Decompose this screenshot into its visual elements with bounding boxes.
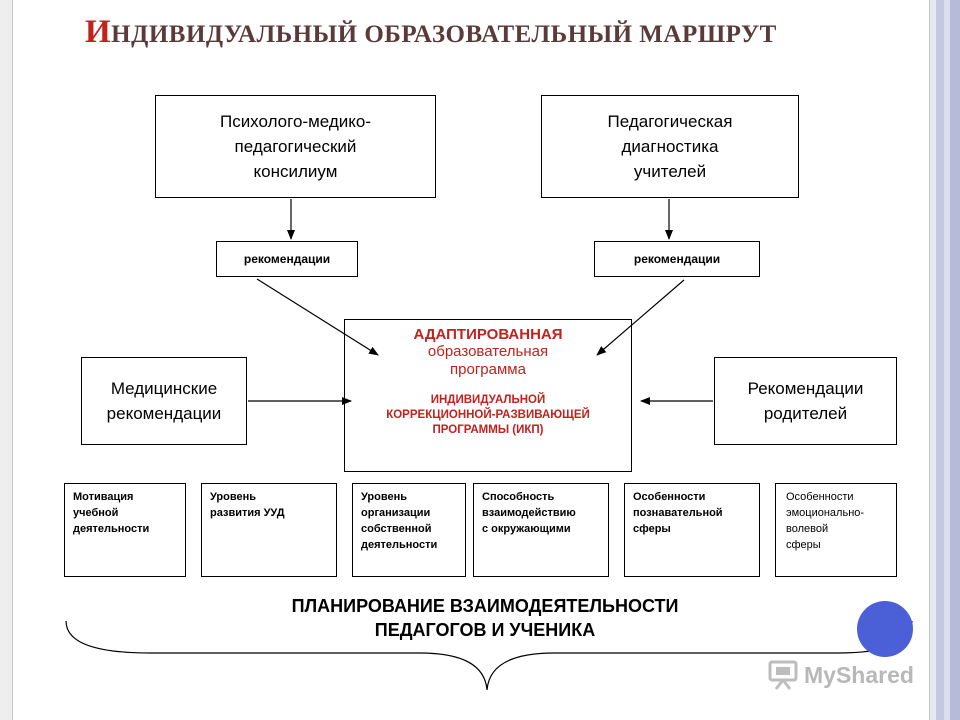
program-subtitle-2: программа [450,361,526,378]
program-note-3: ПРОГРАММЫ (ИКП) [432,424,544,436]
factor-interaction-line-1: Способность [482,491,555,503]
factor-uud-line-1: Уровень [210,491,257,503]
factor-cognitive: Особенности познавательной сферы [624,483,760,577]
planning-line-2: ПЕДАГОГОВ И УЧЕНИКА [374,620,596,640]
right-decoration [930,0,960,720]
planning-caption: ПЛАНИРОВАНИЕ ВЗАИМОДЕЯТЕЛЬНОСТИ ПЕДАГОГО… [180,594,790,642]
factor-motivation-line-1: Мотивация [73,491,134,503]
planning-line-1: ПЛАНИРОВАНИЕ ВЗАИМОДЕЯТЕЛЬНОСТИ [291,596,679,616]
factor-interaction: Способность взаимодействию с окружающими [473,483,609,577]
factor-organization-line-3: собственной [361,523,432,535]
diagnostics-line-2: диагностика [621,137,719,156]
title-first-letter: И [85,14,112,50]
factor-motivation-line-3: деятельности [73,523,150,535]
factor-organization-line-1: Уровень [361,491,408,503]
title-rest: НДИВИДУАЛЬНЫЙ ОБРАЗОВАТЕЛЬНЫЙ МАРШРУТ [111,21,777,48]
factor-uud: Уровень развития УУД [201,483,337,577]
parents-line-1: Рекомендации [747,379,864,398]
pmpk-line-1: Психолого-медико- [219,112,372,131]
diagnostics-box: Педагогическая диагностика учителей [541,95,799,198]
program-box: АДАПТИРОВАННАЯ образовательная программа… [344,319,632,472]
factor-organization: Уровень организации собственной деятельн… [352,483,466,577]
pmpk-line-2: педагогический [234,137,357,156]
recommendations-right-label: рекомендации [633,252,721,266]
program-note-1: ИНДИВИДУАЛЬНОЙ [430,394,546,406]
program-title: АДАПТИРОВАННАЯ [413,326,563,343]
myshared-logo: MyShared [768,658,914,692]
presentation-logo-icon [768,660,798,690]
factor-motivation-line-2: учебной [73,507,119,519]
factor-emotional-line-3: волевой [786,523,829,535]
left-edge [0,0,12,720]
pmpk-box: Психолого-медико- педагогический консили… [155,95,436,198]
parents-line-2: родителей [763,404,848,423]
factor-motivation: Мотивация учебной деятельности [64,483,186,577]
medical-line-1: Медицинские [110,379,218,398]
diagnostics-line-3: учителей [633,162,707,181]
parents-box: Рекомендации родителей [714,357,897,445]
program-subtitle-1: образовательная [427,343,549,360]
factor-interaction-line-2: взаимодействию [482,507,576,519]
logo-text: MyShared [804,661,914,688]
program-note-2: КОРРЕКЦИОННОЙ-РАЗВИВАЮЩЕЙ [386,409,590,421]
factor-emotional-line-2: эмоционально- [786,507,865,519]
factor-emotional: Особенности эмоционально- волевой сферы [775,483,897,577]
medical-box: Медицинские рекомендации [81,357,247,445]
factor-interaction-line-3: с окружающими [482,523,571,535]
pmpk-line-3: консилиум [253,162,338,181]
medical-line-2: рекомендации [106,404,222,423]
factor-organization-line-2: организации [361,507,431,519]
slide-title: ИНДИВИДУАЛЬНЫЙ ОБРАЗОВАТЕЛЬНЫЙ МАРШРУТ [85,14,915,51]
recommendations-left-label: рекомендации [243,252,331,266]
decorative-circle [857,601,913,657]
factor-cognitive-line-2: познавательной [633,507,723,519]
factor-cognitive-line-3: сферы [633,523,671,535]
factor-cognitive-line-1: Особенности [633,491,706,503]
program-note: ИНДИВИДУАЛЬНОЙ КОРРЕКЦИОННОЙ-РАЗВИВАЮЩЕЙ… [386,393,590,438]
recommendations-left: рекомендации [216,241,358,277]
recommendations-right: рекомендации [594,241,760,277]
factor-organization-line-4: деятельности [361,539,438,551]
factor-emotional-line-4: сферы [786,539,821,551]
diagnostics-line-1: Педагогическая [607,112,733,131]
factor-emotional-line-1: Особенности [786,491,854,503]
factor-uud-line-2: развития УУД [210,507,285,519]
